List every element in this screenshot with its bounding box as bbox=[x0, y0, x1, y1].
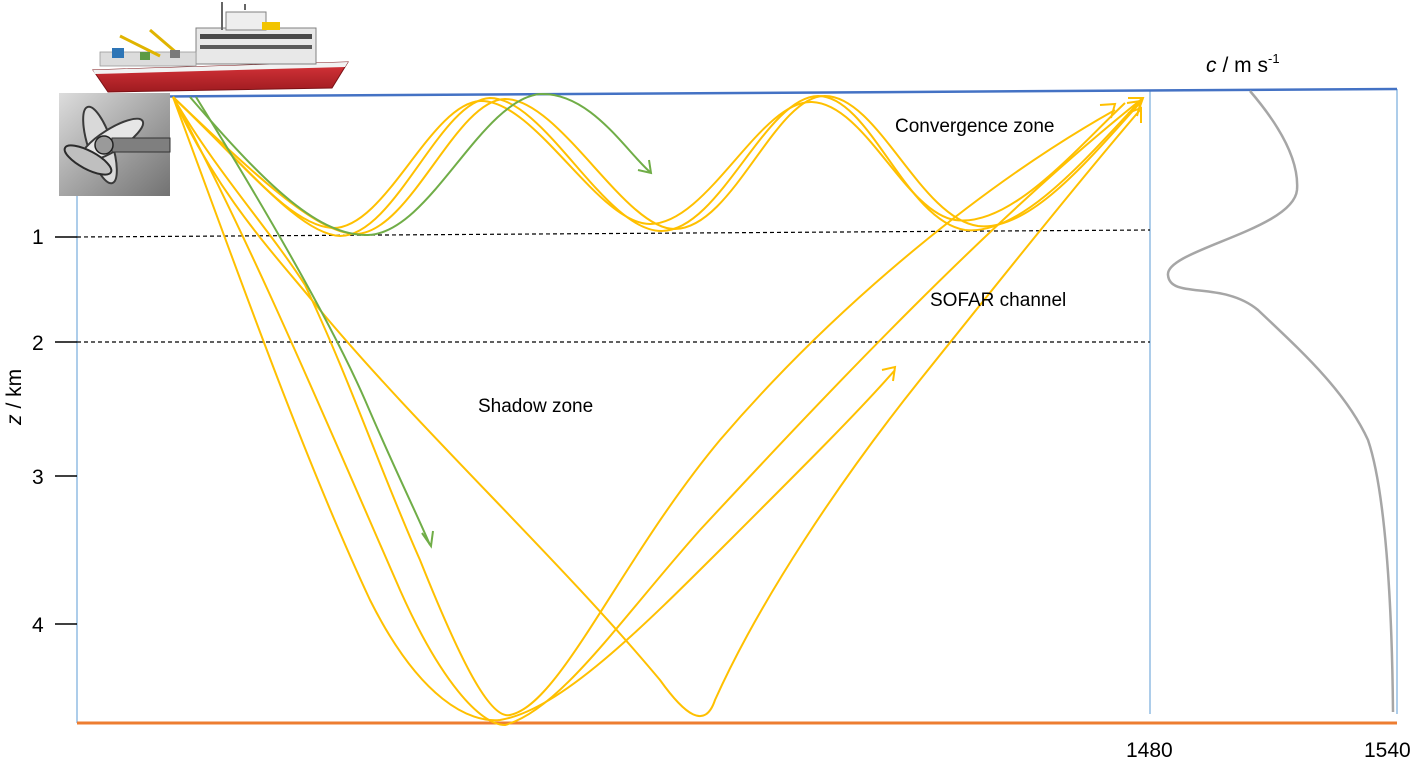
deep-ray-4 bbox=[172, 96, 1116, 717]
speed-tick-label-1480: 1480 bbox=[1126, 739, 1173, 759]
convergence-zone-label: Convergence zone bbox=[895, 116, 1055, 137]
ship-propeller-photo-icon bbox=[59, 93, 171, 196]
yellow-arrow-heads bbox=[881, 97, 1145, 382]
depth-axis-label: z/ km bbox=[3, 369, 26, 426]
sofar-upper-bound bbox=[76, 229, 1151, 238]
deep-ray-1 bbox=[172, 96, 1144, 727]
sea-surface-line bbox=[76, 87, 1398, 99]
green-rays bbox=[189, 92, 653, 549]
speed-axis-label: c/ m s-1 bbox=[1206, 51, 1280, 77]
green-ray-convergence bbox=[189, 92, 651, 237]
arrow-head-5 bbox=[881, 365, 897, 382]
arrow-head-3 bbox=[1127, 106, 1142, 123]
sofar-channel-label: SOFAR channel bbox=[930, 290, 1066, 311]
depth-tick-label-1: 1 bbox=[32, 226, 44, 249]
green-arrow-head-2 bbox=[421, 530, 434, 549]
arrow-head-4 bbox=[1099, 102, 1117, 119]
arrow-head-2 bbox=[1126, 99, 1143, 117]
depth-tick-label-3: 3 bbox=[32, 466, 44, 489]
shadow-zone-label: Shadow zone bbox=[478, 396, 593, 417]
speed-tick-label-1540: 1540 bbox=[1364, 739, 1411, 759]
sound-speed-profile bbox=[1166, 90, 1395, 713]
research-vessel-icon bbox=[92, 2, 349, 93]
depth-tick-label-2: 2 bbox=[32, 332, 44, 355]
green-ray-deep bbox=[195, 96, 431, 546]
deep-rays bbox=[172, 96, 1144, 727]
deep-ray-2 bbox=[172, 96, 896, 722]
deep-ray-3 bbox=[172, 96, 1141, 717]
depth-tick-label-4: 4 bbox=[32, 614, 44, 637]
green-arrow-head-1 bbox=[637, 159, 653, 175]
convergence-ray-1 bbox=[172, 94, 1141, 238]
